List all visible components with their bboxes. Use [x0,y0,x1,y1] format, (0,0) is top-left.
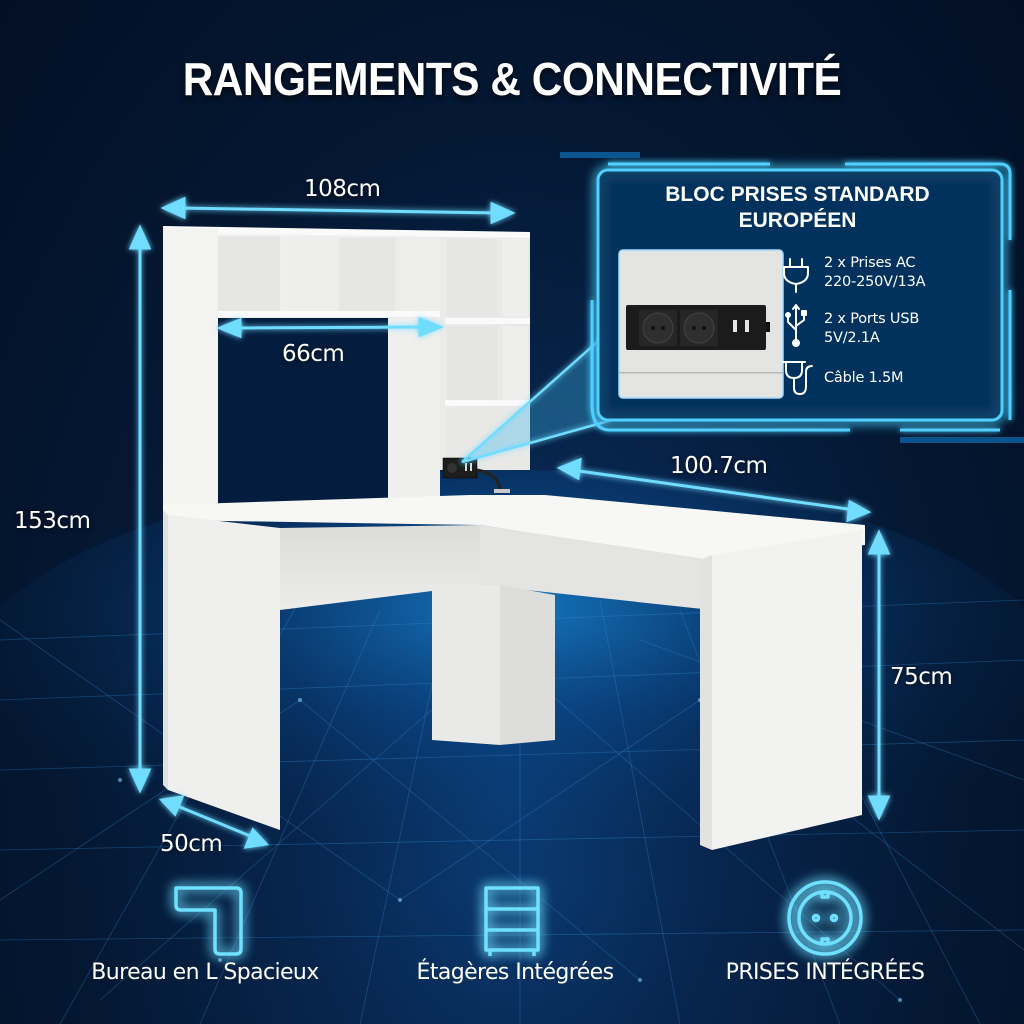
dimension-hutch-width: 108cm [304,176,381,202]
power-strip-photo [618,249,784,399]
dimension-desk-height: 75cm [890,664,953,690]
dimension-depth: 50cm [160,831,223,857]
spec-usb-ports: 2 x Ports USB 5V/2.1A [824,310,919,348]
page-title: RANGEMENTS & CONNECTIVITÉ [182,53,842,105]
spec-cable: Câble 1.5M [824,369,904,388]
shelves-icon [484,886,540,956]
dimension-opening-width: 66cm [282,341,345,367]
callout-title-line1: BLOC PRISES STANDARD [665,183,930,206]
dimension-return-width: 100.7cm [670,453,768,479]
dimension-total-height: 153cm [14,508,91,534]
l-desk-illustration [163,226,865,850]
cable-icon [782,361,813,395]
spec-line: 2 x Prises AC [824,255,916,271]
feature-label-l-desk: Bureau en L Spacieux [91,960,319,985]
feature-label-shelves: Étagères Intégrées [416,960,615,985]
usb-icon [785,304,807,347]
spec-line: 220-250V/13A [824,274,926,290]
callout-title-line2: EUROPÉEN [738,209,857,232]
l-desk-icon [174,886,243,956]
spec-line: 2 x Ports USB [824,311,920,327]
plug-icon [783,258,809,293]
callout-title: BLOC PRISES STANDARD EUROPÉEN [600,182,995,234]
socket-icon [787,880,863,956]
spec-line: 5V/2.1A [824,330,880,346]
spec-ac-outlets: 2 x Prises AC 220-250V/13A [824,254,926,292]
feature-label-sockets: PRISES INTÉGRÉES [725,960,925,985]
spec-line: Câble 1.5M [824,370,904,386]
